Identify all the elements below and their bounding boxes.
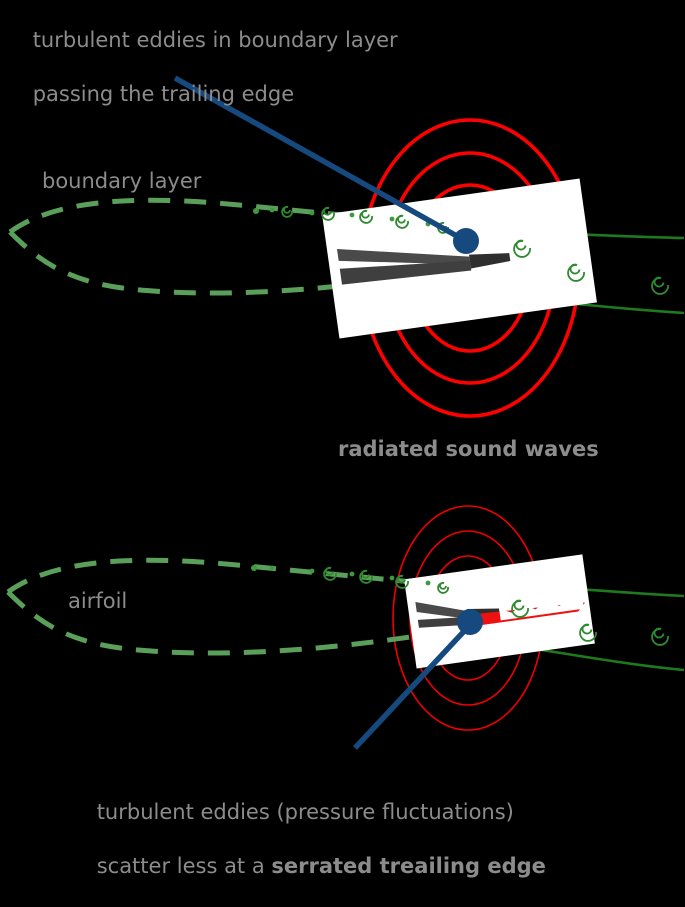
boundary-layer-outline-bottom [6,557,469,656]
airfoil-label: airfoil [68,589,128,613]
bottom-callout-line1: turbulent eddies (pressure fluctuations) [96,800,514,824]
airfoil-bottom [404,554,595,669]
eddies-bottom [251,565,669,646]
diagram-svg [6,75,685,750]
top-callout-line1: turbulent eddies in boundary layer [32,28,398,52]
bottom-callout-line2-normal: scatter less at a [96,854,272,878]
bottom-callout-line2-bold: serrated treailing edge [271,854,546,878]
eddies-top [253,205,669,295]
radiated-sound-waves-label: radiated sound waves [338,437,599,461]
callout-pointer-bottom [352,609,483,750]
airfoil-top [322,178,597,339]
callout-pointer-top [173,75,479,254]
diagram-canvas: turbulent eddies in boundary layer passi… [6,0,685,878]
boundary-layer-label: boundary layer [42,169,202,193]
top-callout-line2: passing the trailing edge [32,82,295,106]
top-callout-label: turbulent eddies in boundary layer passi… [6,0,398,135]
